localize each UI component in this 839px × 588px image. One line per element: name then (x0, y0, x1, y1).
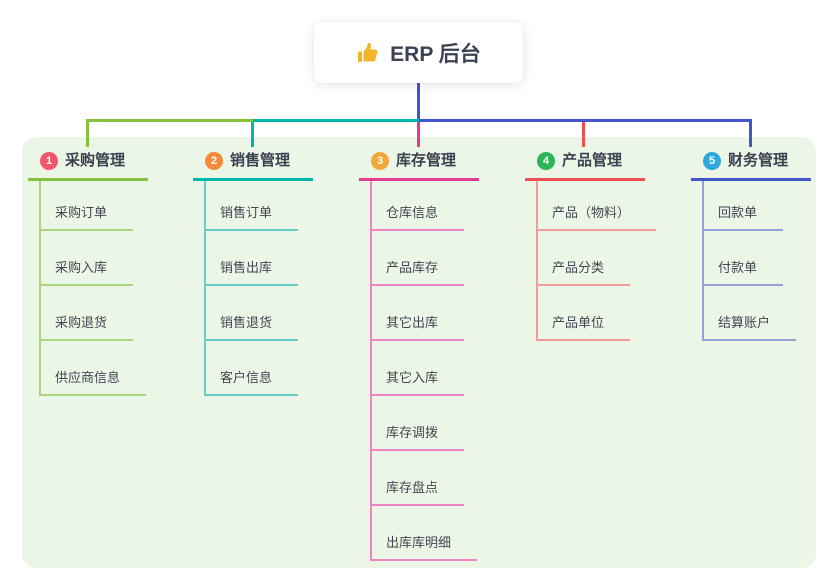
child-node[interactable]: 其它出库 (372, 315, 465, 341)
branch-number-badge: 5 (703, 152, 721, 170)
thumbs-up-icon (356, 41, 380, 65)
root-node[interactable]: ERP 后台 (314, 22, 523, 83)
connector-drop-blue (749, 119, 752, 147)
branch-title: 产品管理 (562, 152, 623, 169)
root-label: ERP 后台 (390, 42, 481, 66)
branch-column-purchase: 1 采购管理 采购订单 采购入库 采购退货 供应商信息 (28, 150, 190, 396)
branches-panel (22, 137, 816, 568)
branch-children: 仓库信息 产品库存 其它出库 其它入库 库存调拨 库存盘点 出库库明细 (370, 181, 521, 561)
child-node[interactable]: 库存盘点 (372, 480, 465, 506)
child-node[interactable]: 出库库明细 (372, 535, 478, 561)
branch-node-purchase[interactable]: 1 采购管理 (28, 150, 148, 181)
child-node[interactable]: 产品库存 (372, 260, 465, 286)
child-node[interactable]: 回款单 (704, 205, 784, 231)
branch-column-product: 4 产品管理 产品（物料） 产品分类 产品单位 (525, 150, 687, 341)
child-node[interactable]: 销售出库 (206, 260, 299, 286)
child-node[interactable]: 付款单 (704, 260, 784, 286)
child-node[interactable]: 采购订单 (41, 205, 134, 231)
branch-title: 采购管理 (65, 152, 126, 169)
branch-node-inventory[interactable]: 3 库存管理 (359, 150, 479, 181)
branch-children: 销售订单 销售出库 销售退货 客户信息 (204, 181, 355, 396)
branch-number-badge: 2 (205, 152, 223, 170)
branch-node-finance[interactable]: 5 财务管理 (691, 150, 811, 181)
branch-title: 财务管理 (728, 152, 789, 169)
child-node[interactable]: 产品（物料） (538, 205, 657, 231)
connector-segment-blue (419, 119, 752, 122)
connector-segment-teal (253, 119, 419, 122)
child-node[interactable]: 销售退货 (206, 315, 299, 341)
child-node[interactable]: 库存调拨 (372, 425, 465, 451)
branch-node-product[interactable]: 4 产品管理 (525, 150, 645, 181)
child-node[interactable]: 产品单位 (538, 315, 631, 341)
trunk-connector (417, 83, 420, 120)
connector-drop-green (86, 119, 89, 147)
child-node[interactable]: 采购退货 (41, 315, 134, 341)
branch-title: 销售管理 (230, 152, 291, 169)
branch-children: 回款单 付款单 结算账户 (702, 181, 839, 341)
branch-column-finance: 5 财务管理 回款单 付款单 结算账户 (691, 150, 839, 341)
connector-drop-magenta (417, 122, 420, 147)
branch-column-sales: 2 销售管理 销售订单 销售出库 销售退货 客户信息 (193, 150, 355, 396)
branch-node-sales[interactable]: 2 销售管理 (193, 150, 313, 181)
branch-number-badge: 4 (537, 152, 555, 170)
child-node[interactable]: 仓库信息 (372, 205, 465, 231)
child-node[interactable]: 产品分类 (538, 260, 631, 286)
branch-title: 库存管理 (396, 152, 457, 169)
child-node[interactable]: 采购入库 (41, 260, 134, 286)
branch-number-badge: 1 (40, 152, 58, 170)
branch-number-badge: 3 (371, 152, 389, 170)
branch-column-inventory: 3 库存管理 仓库信息 产品库存 其它出库 其它入库 库存调拨 库存盘点 出库库… (359, 150, 521, 561)
child-node[interactable]: 销售订单 (206, 205, 299, 231)
branch-children: 采购订单 采购入库 采购退货 供应商信息 (39, 181, 190, 396)
connector-drop-red (582, 122, 585, 147)
connector-drop-teal (251, 122, 254, 147)
child-node[interactable]: 其它入库 (372, 370, 465, 396)
child-node[interactable]: 结算账户 (704, 315, 797, 341)
child-node[interactable]: 客户信息 (206, 370, 299, 396)
branch-children: 产品（物料） 产品分类 产品单位 (536, 181, 687, 341)
connector-segment-green (86, 119, 253, 122)
child-node[interactable]: 供应商信息 (41, 370, 147, 396)
